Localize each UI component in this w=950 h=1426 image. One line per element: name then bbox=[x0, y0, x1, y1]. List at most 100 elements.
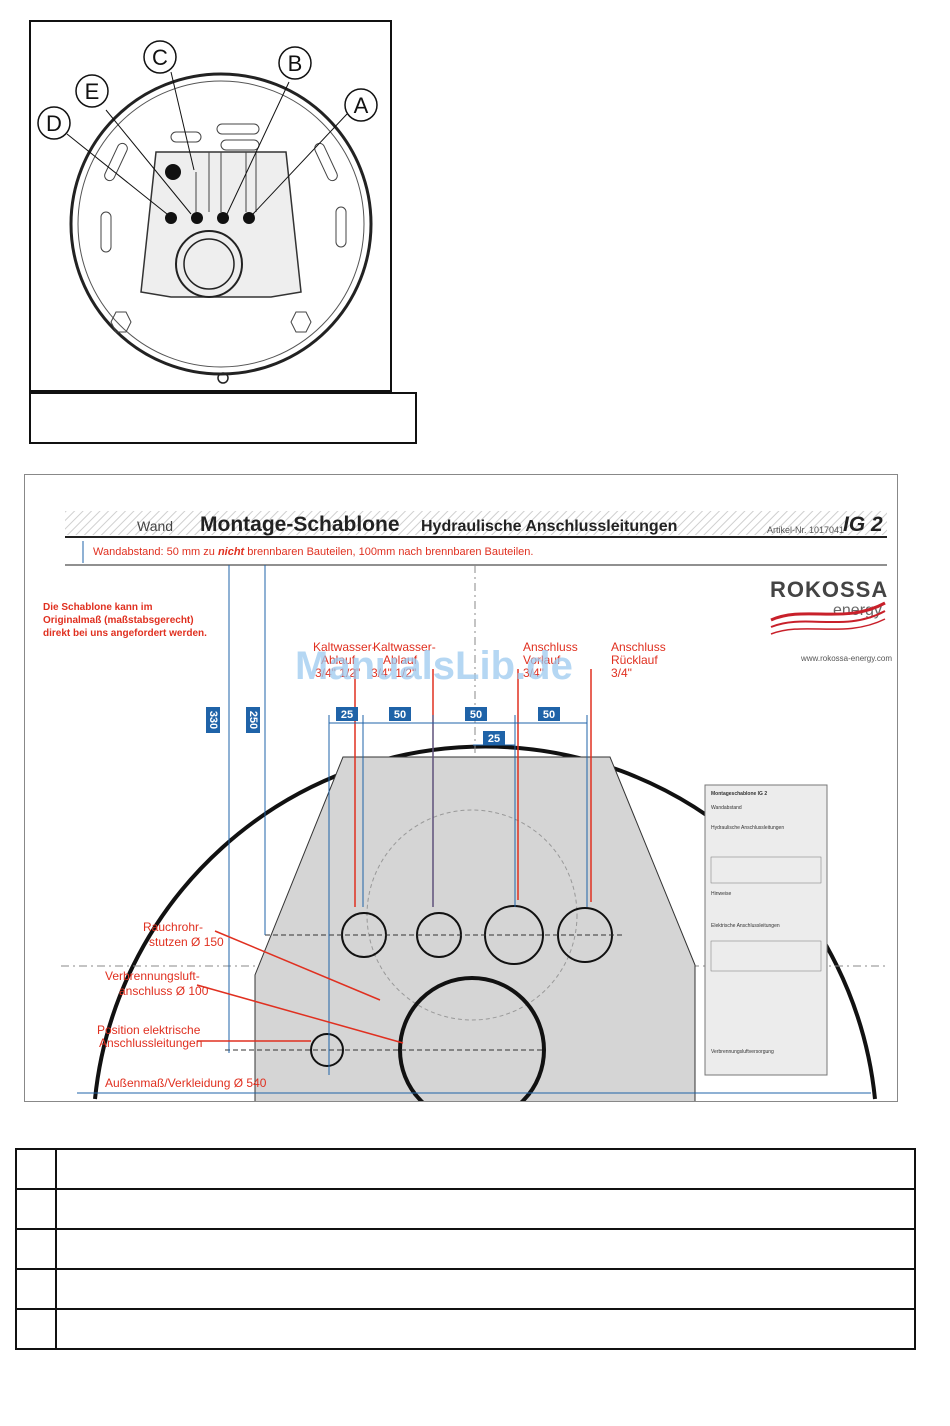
legend-value bbox=[55, 1308, 916, 1350]
legend-value bbox=[55, 1268, 916, 1310]
wall-distance-note: Wandabstand: 50 mm zu nicht brennbaren B… bbox=[93, 546, 533, 558]
svg-text:Hinweise: Hinweise bbox=[711, 891, 732, 897]
base-plate-shape bbox=[254, 756, 696, 1101]
legend-value bbox=[55, 1148, 916, 1190]
svg-text:Anschluss: Anschluss bbox=[523, 640, 578, 654]
slot bbox=[314, 142, 338, 182]
table-row bbox=[15, 1268, 916, 1310]
stove-top-view-figure: C B E A D bbox=[29, 20, 392, 392]
connection-label-4: Anschluss Rücklauf 3/4" bbox=[611, 640, 666, 680]
svg-text:25: 25 bbox=[488, 733, 500, 745]
slot bbox=[104, 142, 128, 182]
svg-text:Verbrennungsluft-: Verbrennungsluft- bbox=[105, 969, 200, 983]
svg-text:330: 330 bbox=[207, 711, 219, 729]
slot bbox=[216, 123, 260, 135]
svg-text:250: 250 bbox=[247, 711, 259, 729]
electrical-position-label: Position elektrische Anschlussleitungen bbox=[97, 1023, 202, 1050]
callout-c: C bbox=[143, 40, 177, 74]
combustion-air-label: Verbrennungsluft- anschluss Ø 100 bbox=[105, 969, 209, 998]
reference-circle bbox=[366, 809, 578, 1021]
wall-label: Wand bbox=[137, 518, 173, 534]
dimension-250: 250 bbox=[246, 707, 260, 733]
legend-value bbox=[55, 1228, 916, 1270]
stove-inner-circle bbox=[77, 80, 365, 368]
flue-connection-circle bbox=[398, 976, 546, 1101]
connection-d bbox=[165, 212, 177, 224]
flue-label: Rauchrohr- stutzen Ø 150 bbox=[143, 920, 224, 949]
svg-text:Anschluss: Anschluss bbox=[611, 640, 666, 654]
dimension-25-left: 25 bbox=[336, 707, 358, 721]
electrical-connection bbox=[165, 164, 181, 180]
dimension-330: 330 bbox=[206, 707, 220, 733]
slot bbox=[335, 206, 347, 248]
base-plate bbox=[140, 151, 302, 298]
outer-dimension-label: Außenmaß/Verkleidung Ø 540 bbox=[105, 1076, 267, 1090]
svg-text:E: E bbox=[85, 79, 100, 104]
svg-text:3/4" 1/2": 3/4" 1/2" bbox=[371, 666, 416, 680]
svg-text:Position elektrische: Position elektrische bbox=[97, 1023, 201, 1037]
svg-text:B: B bbox=[288, 51, 303, 76]
svg-text:Rücklauf: Rücklauf bbox=[611, 653, 658, 667]
svg-text:Kaltwasser-: Kaltwasser- bbox=[313, 640, 376, 654]
flue-inner bbox=[183, 238, 235, 290]
svg-text:Montageschablone IG 2: Montageschablone IG 2 bbox=[711, 791, 767, 797]
svg-text:ROKOSSA: ROKOSSA bbox=[770, 577, 888, 602]
slot bbox=[100, 211, 112, 253]
connection-b bbox=[217, 212, 229, 224]
connection-a bbox=[243, 212, 255, 224]
svg-text:50: 50 bbox=[470, 709, 482, 721]
svg-text:Ablauf: Ablauf bbox=[383, 653, 418, 667]
svg-text:Verbrennungsluftversorgung: Verbrennungsluftversorgung bbox=[711, 1049, 774, 1055]
legend-table bbox=[15, 1148, 916, 1350]
svg-text:stutzen Ø 150: stutzen Ø 150 bbox=[149, 935, 224, 949]
svg-text:Hydraulische Anschlussleitunge: Hydraulische Anschlussleitungen bbox=[711, 825, 784, 831]
svg-text:3/4": 3/4" bbox=[611, 666, 632, 680]
svg-text:50: 50 bbox=[394, 709, 406, 721]
svg-text:C: C bbox=[152, 45, 168, 70]
svg-text:Rauchrohr-: Rauchrohr- bbox=[143, 920, 203, 934]
rokossa-logo: ROKOSSA energy bbox=[770, 577, 888, 635]
watermark-text: ManualsLib.de bbox=[295, 644, 573, 688]
callout-d: D bbox=[37, 106, 71, 140]
dimension-50-a: 50 bbox=[389, 707, 411, 721]
header-band bbox=[65, 511, 887, 535]
svg-text:Anschlussleitungen: Anschlussleitungen bbox=[99, 1036, 202, 1050]
mounting-template-image: Wand Montage-Schablone Hydraulische Ansc… bbox=[24, 474, 898, 1102]
stove-top-view-drawing: C B E A D bbox=[37, 40, 378, 384]
svg-text:3/4" 1/2": 3/4" 1/2" bbox=[315, 666, 360, 680]
template-title: Montage-Schablone bbox=[200, 513, 400, 536]
callout-e: E bbox=[75, 74, 109, 108]
table-row bbox=[15, 1308, 916, 1350]
template-subtitle: Hydraulische Anschlussleitungen bbox=[421, 518, 677, 535]
svg-text:Ablauf: Ablauf bbox=[321, 653, 356, 667]
svg-text:50: 50 bbox=[543, 709, 555, 721]
dimension-50-c: 50 bbox=[538, 707, 560, 721]
table-row bbox=[15, 1148, 916, 1190]
svg-text:D: D bbox=[46, 111, 62, 136]
info-box: Montageschablone IG 2 Wandabstand Hydrau… bbox=[704, 784, 828, 1076]
svg-text:Kaltwasser-: Kaltwasser- bbox=[373, 640, 436, 654]
svg-text:direkt bei uns angefordert wer: direkt bei uns angefordert werden. bbox=[43, 628, 207, 639]
legend-key bbox=[15, 1228, 57, 1270]
slot bbox=[170, 131, 202, 143]
table-row bbox=[15, 1188, 916, 1230]
website-url: www.rokossa-energy.com bbox=[800, 654, 892, 663]
svg-text:Elektrische Anschlussleitungen: Elektrische Anschlussleitungen bbox=[711, 923, 780, 929]
dimension-25-center: 25 bbox=[483, 731, 505, 745]
callout-a: A bbox=[344, 88, 378, 122]
table-row bbox=[15, 1228, 916, 1270]
model-name: IG 2 bbox=[843, 513, 883, 536]
svg-text:25: 25 bbox=[341, 709, 353, 721]
connection-label-2: Kaltwasser- Ablauf 3/4" 1/2" bbox=[371, 640, 436, 680]
order-note: Die Schablone kann im Originalmaß (maßst… bbox=[43, 602, 207, 639]
svg-text:3/4": 3/4" bbox=[523, 666, 544, 680]
figure-caption-box bbox=[29, 392, 417, 444]
connection-c bbox=[191, 212, 203, 224]
legend-value bbox=[55, 1188, 916, 1230]
dimension-50-b: 50 bbox=[465, 707, 487, 721]
svg-text:Originalmaß (maßstabsgerecht): Originalmaß (maßstabsgerecht) bbox=[43, 615, 194, 626]
electrical-connection-circle bbox=[310, 1033, 344, 1067]
article-number: Artikel-Nr. 1017041 bbox=[767, 525, 844, 535]
legend-key bbox=[15, 1148, 57, 1190]
legend-key bbox=[15, 1188, 57, 1230]
